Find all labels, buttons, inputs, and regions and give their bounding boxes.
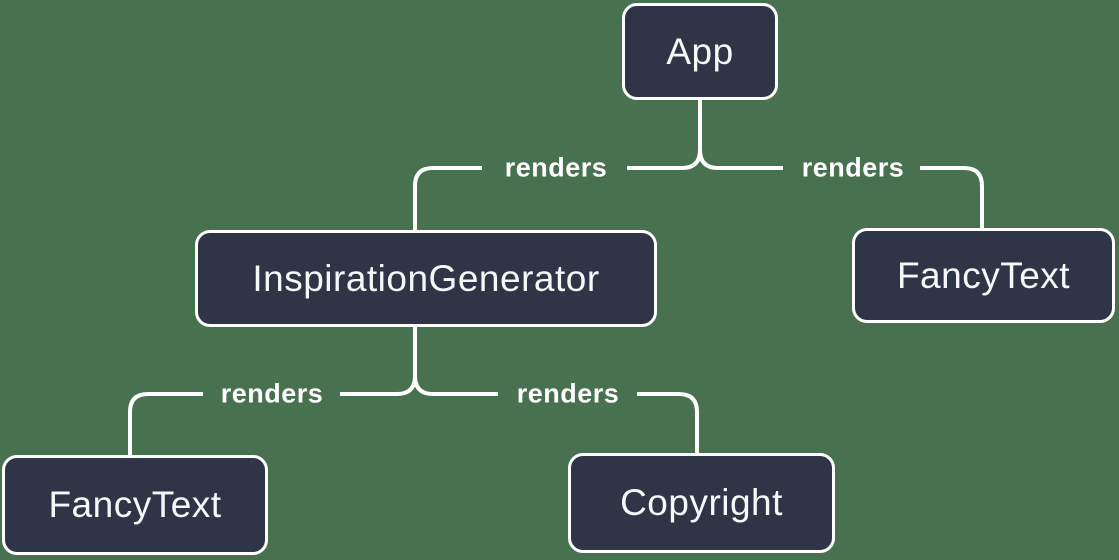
edge-inspiration-to-copyright — [637, 392, 699, 456]
node-inspiration-generator: InspirationGenerator — [195, 230, 657, 327]
node-copyright: Copyright — [568, 453, 835, 553]
node-app-label: App — [666, 30, 734, 72]
edge-label-renders-inspiration-copyright: renders — [516, 378, 620, 409]
edge-inspiration-to-fancytext — [128, 392, 203, 458]
edge-app-fork-left — [627, 98, 702, 170]
edge-app-to-fancytext — [920, 166, 984, 231]
edge-inspiration-fork-left — [340, 324, 417, 396]
node-fancy-text-left-label: FancyText — [48, 484, 222, 525]
edge-label-renders-app-fancytext: renders — [801, 152, 905, 183]
edge-label-renders-app-inspiration: renders — [504, 152, 608, 183]
node-fancy-text-left: FancyText — [2, 455, 268, 555]
node-fancy-text-right-label: FancyText — [896, 254, 1071, 296]
node-copyright-label: Copyright — [620, 482, 783, 523]
edge-inspiration-fork-right — [413, 324, 498, 396]
node-inspiration-generator-label: InspirationGenerator — [252, 257, 600, 299]
edge-label-renders-inspiration-fancytext: renders — [220, 378, 324, 409]
edge-app-to-inspiration — [413, 166, 482, 233]
edge-app-fork-right — [698, 98, 783, 170]
node-app: App — [622, 3, 778, 100]
node-fancy-text-right: FancyText — [852, 228, 1115, 323]
